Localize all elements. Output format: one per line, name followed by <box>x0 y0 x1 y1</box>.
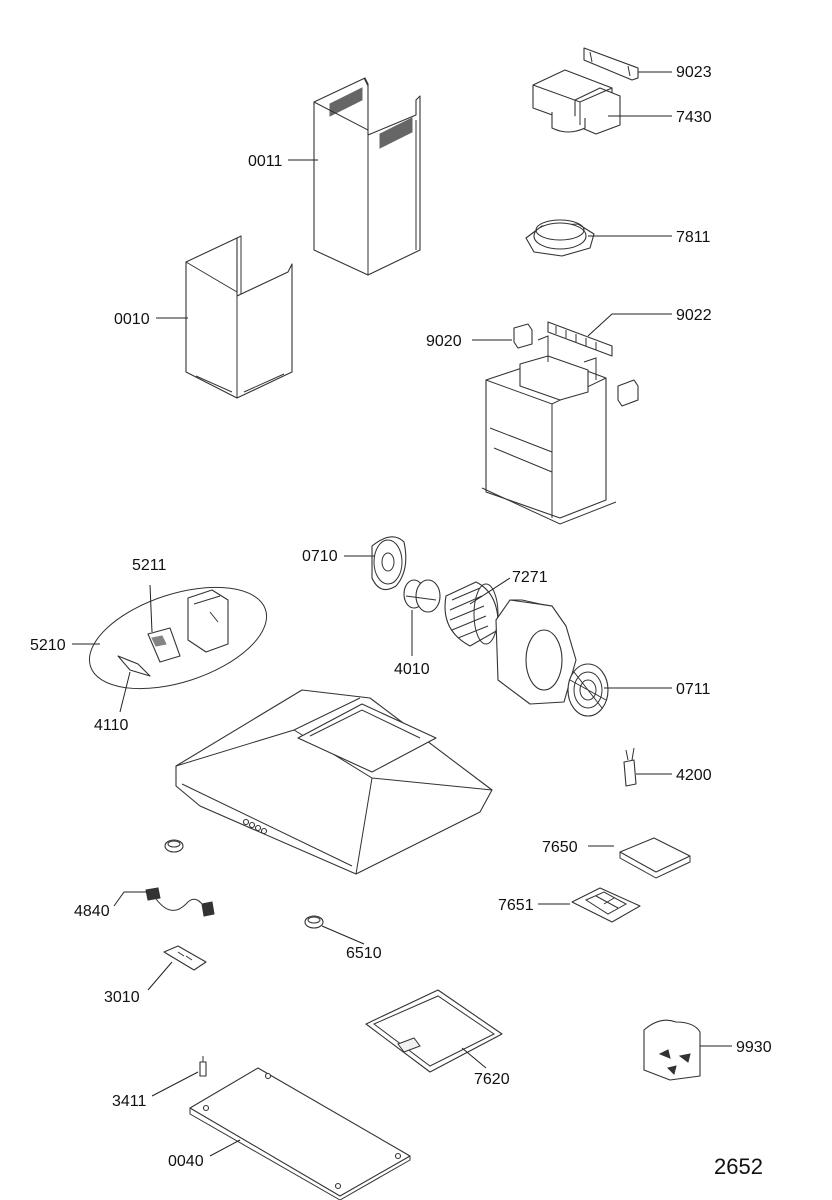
part-7651-filter-frame <box>571 887 641 923</box>
part-3411-lamp <box>199 1056 207 1077</box>
part-4840-wire-harness <box>145 887 215 917</box>
part-4200-capacitor <box>623 747 637 787</box>
label-7271: 7271 <box>512 569 548 586</box>
part-0711-grille <box>567 663 609 717</box>
control-buttons <box>242 818 268 835</box>
label-4200: 4200 <box>676 767 712 784</box>
part-7620-grease-filter <box>365 989 503 1073</box>
upper-chimney-vent-right <box>379 117 413 149</box>
part-0040-glass-panel <box>189 1067 411 1200</box>
label-9020: 9020 <box>426 333 462 350</box>
part-0710-motor-plate <box>371 536 407 591</box>
label-7430: 7430 <box>676 109 712 126</box>
part-9020-clip-second <box>617 379 639 407</box>
part-7650-carbon-filter <box>619 837 691 879</box>
part-9020-clip <box>513 323 533 349</box>
part-7271-impeller <box>444 581 499 647</box>
part-9022-rail <box>547 321 613 357</box>
part-0011-upper-chimney <box>313 77 421 276</box>
hood-canopy <box>175 689 493 875</box>
blower-scroll-housing <box>495 599 577 705</box>
label-0040: 0040 <box>168 1153 204 1170</box>
part-5211-control-board <box>147 627 181 663</box>
upper-chimney-vent-left <box>329 87 363 117</box>
label-7811: 7811 <box>676 229 711 246</box>
label-4110: 4110 <box>94 717 129 734</box>
diagram-reference-number: 2652 <box>714 1154 763 1179</box>
motor-housing-frame <box>481 335 617 525</box>
label-0711: 0711 <box>676 681 711 698</box>
label-4010: 4010 <box>394 661 430 678</box>
part-4010-motor <box>403 579 441 613</box>
label-0710: 0710 <box>302 548 338 565</box>
label-9022: 9022 <box>676 307 712 324</box>
label-5210: 5210 <box>30 637 66 654</box>
label-3010: 3010 <box>104 989 140 1006</box>
part-5210-electronics-group <box>88 586 268 690</box>
leader-lines <box>72 71 732 1157</box>
label-7620: 7620 <box>474 1071 510 1088</box>
label-6510: 6510 <box>346 945 382 962</box>
part-7811-collar-ring <box>525 219 595 257</box>
part-3010-switch-block <box>163 945 207 971</box>
label-9930: 9930 <box>736 1039 772 1056</box>
part-0010-lower-chimney <box>185 235 293 399</box>
label-0010: 0010 <box>114 311 150 328</box>
part-7430-air-diverter <box>532 69 621 135</box>
label-9023: 9023 <box>676 64 712 81</box>
part-knob-upper <box>164 839 184 853</box>
label-5211: 5211 <box>132 557 167 574</box>
part-labels: 9023 7430 0011 7811 0010 9022 9020 0710 … <box>30 64 772 1170</box>
label-4840: 4840 <box>74 903 110 920</box>
label-0011: 0011 <box>248 153 283 170</box>
label-3411: 3411 <box>112 1093 147 1110</box>
part-9023-mounting-bracket <box>583 47 639 81</box>
part-9930-hardware-bag <box>643 1019 701 1081</box>
part-4110-switch <box>117 655 151 677</box>
label-7651: 7651 <box>498 897 534 914</box>
label-7650: 7650 <box>542 839 578 856</box>
part-6510-knob <box>304 915 324 929</box>
